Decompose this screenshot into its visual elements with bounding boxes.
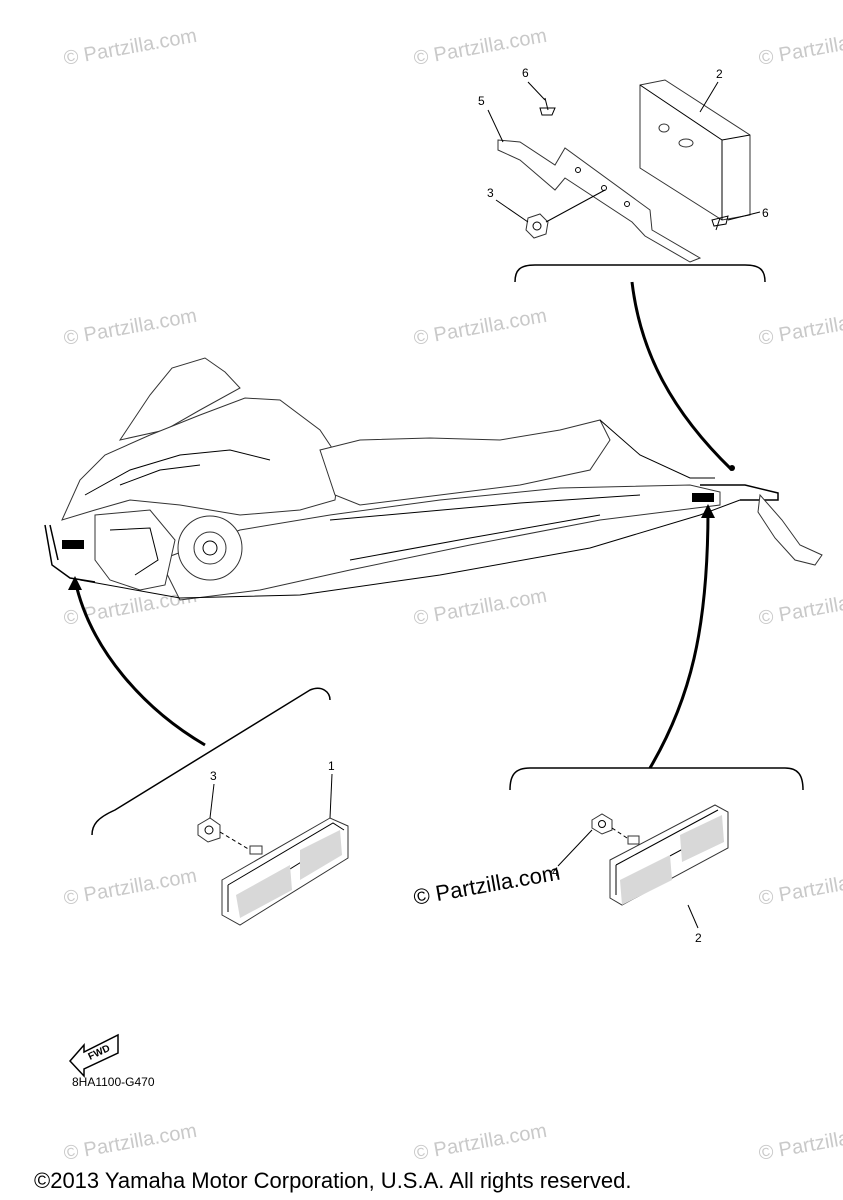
snowmobile-drawing	[44, 357, 823, 601]
watermark: © Partzilla.com	[412, 25, 549, 70]
front-reflector-location	[62, 540, 84, 549]
diagram-code: 8HA1100-G470	[72, 1075, 155, 1089]
watermark: © Partzilla.com	[757, 25, 843, 70]
watermark: © Partzilla.com	[62, 1120, 199, 1165]
nut-part	[525, 213, 549, 239]
callout-2-side-reflector: 2	[695, 931, 702, 945]
callout-1-reflector: 1	[328, 759, 335, 773]
rear-reflector-location	[692, 493, 714, 502]
callout-2-plate: 2	[716, 67, 723, 81]
watermark: © Partzilla.com	[62, 25, 199, 70]
watermark: © Partzilla.com	[412, 585, 549, 630]
front-reflector-detail: 1 3	[197, 759, 349, 926]
copyright-notice: ©2013 Yamaha Motor Corporation, U.S.A. A…	[34, 1168, 631, 1193]
watermark: © Partzilla.com	[62, 305, 199, 350]
watermark: © Partzilla.com	[412, 1120, 549, 1165]
side-nut-part	[591, 813, 613, 835]
forward-arrow-icon	[68, 1033, 119, 1078]
callout-5-bracket: 5	[478, 94, 485, 108]
callout-3-nut: 3	[487, 186, 494, 200]
forward-direction-indicator: FWD	[68, 1033, 119, 1078]
callout-6-rivet-top: 6	[522, 66, 529, 80]
main-watermark: © Partzilla.com	[412, 860, 562, 910]
detail-frames	[91, 264, 804, 836]
license-plate-part	[639, 79, 751, 221]
front-nut-part	[197, 817, 221, 843]
watermark: © Partzilla.com	[62, 865, 199, 910]
side-reflector-detail: 4 2	[552, 804, 729, 945]
callout-3-front-nut: 3	[210, 769, 217, 783]
watermark: © Partzilla.com	[757, 865, 843, 910]
bracket-part	[497, 139, 702, 263]
rear-bracket-detail: 2 3 5 6 6	[478, 66, 769, 263]
watermark: © Partzilla.com	[757, 1120, 843, 1165]
callout-6-rivet-right: 6	[762, 206, 769, 220]
watermark: © Partzilla.com	[757, 585, 843, 630]
watermark: © Partzilla.com	[412, 305, 549, 350]
callout-4-side-nut: 4	[552, 865, 559, 879]
watermark: © Partzilla.com	[757, 305, 843, 350]
leader-lines	[68, 281, 734, 769]
